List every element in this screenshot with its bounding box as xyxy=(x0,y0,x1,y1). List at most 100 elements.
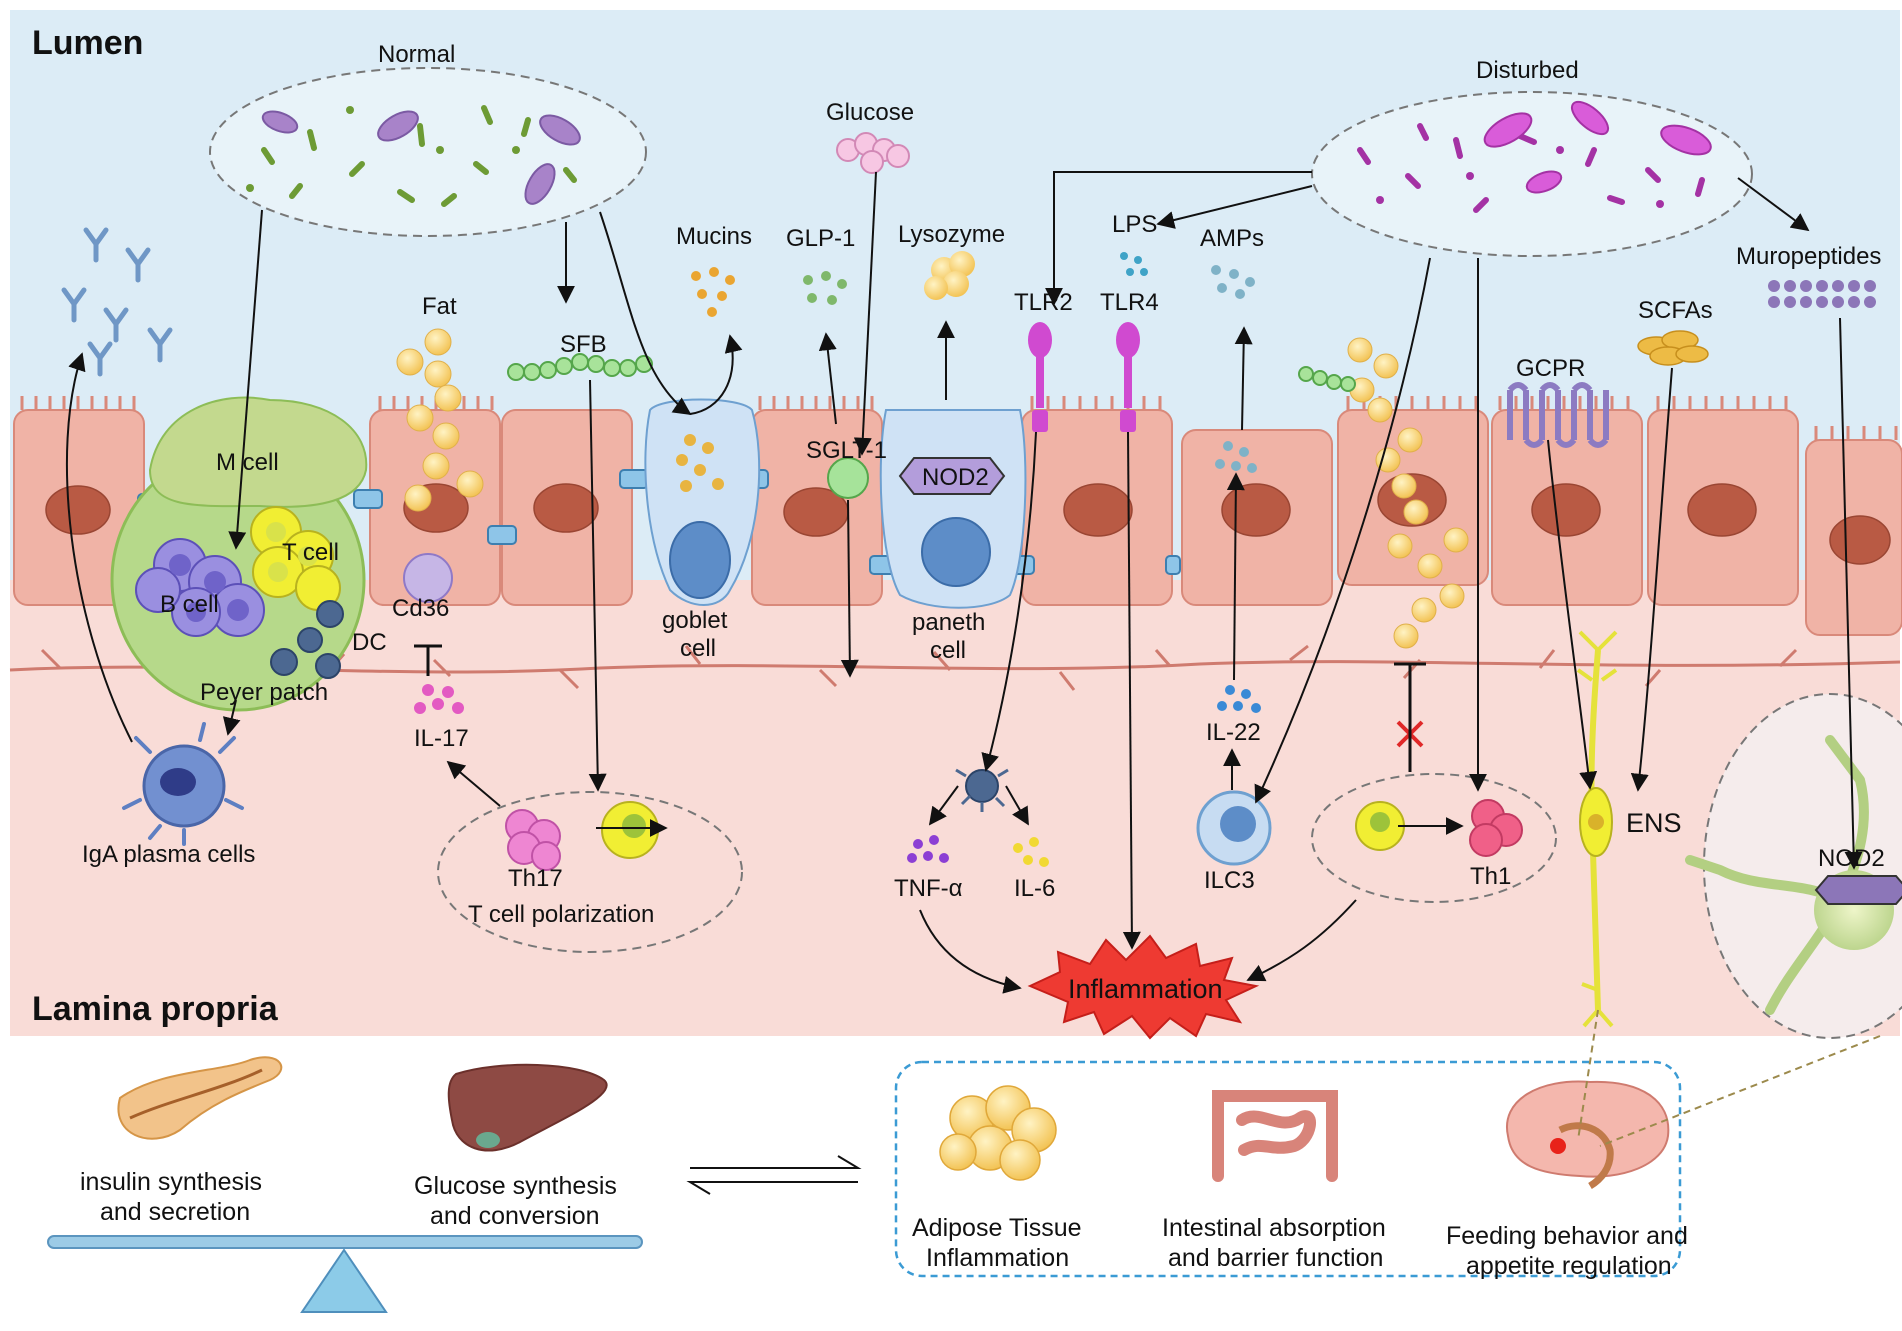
th17-label: Th17 xyxy=(508,865,563,892)
t-polarization-label: T cell polarization xyxy=(468,901,654,928)
bottom-panel-background xyxy=(0,1036,1902,1331)
goblet-cell: goblet cell xyxy=(644,398,761,662)
outcomes-box xyxy=(894,1060,1682,1278)
il22-dots xyxy=(1217,685,1261,713)
pancreas-line1: insulin synthesis xyxy=(80,1168,262,1196)
microvilli xyxy=(20,396,1898,440)
normal-label: Normal xyxy=(378,41,455,68)
tnf-dots xyxy=(907,835,949,863)
lamina-propria-title: Lamina propria xyxy=(32,990,279,1028)
peyer-patch: M cell B cell T cell DC Peyer patch xyxy=(110,396,387,712)
normal-microbiota: Normal xyxy=(209,41,647,237)
lysozyme-cluster xyxy=(924,251,975,300)
liver-line1: Glucose synthesis xyxy=(414,1172,617,1200)
inflammation-burst: Inflammation xyxy=(1027,934,1260,1040)
glucose-molecules xyxy=(836,132,910,174)
dendritic-cells xyxy=(270,600,344,679)
pancreas-icon xyxy=(117,1056,283,1140)
iga-antibodies xyxy=(61,227,173,377)
mucins-dots xyxy=(691,267,735,317)
glp1-dots xyxy=(803,271,847,305)
fat-label: Fat xyxy=(422,293,457,320)
liver-icon xyxy=(447,1063,608,1152)
paneth-label: paneth xyxy=(912,609,985,636)
goblet-cell-label: cell xyxy=(680,635,716,662)
brain-line2: appetite regulation xyxy=(1466,1252,1672,1280)
iga-plasma-cell xyxy=(122,722,244,846)
sglt1-transporter: SGLT-1 xyxy=(806,437,887,499)
disturbed-label: Disturbed xyxy=(1476,57,1579,84)
ens-label: ENS xyxy=(1626,808,1682,838)
intestine-line2: and barrier function xyxy=(1168,1244,1383,1272)
inflammation-label: Inflammation xyxy=(1068,974,1223,1004)
peyer-patch-label: Peyer patch xyxy=(200,679,328,706)
m-cell-label: M cell xyxy=(216,449,279,476)
t-cell-label: T cell xyxy=(282,539,339,566)
adipose-icon xyxy=(939,1085,1057,1181)
brain-links xyxy=(1577,1009,1881,1147)
b-cell-label: B cell xyxy=(160,591,219,618)
gcpr-receptor xyxy=(1507,382,1609,448)
tlr2-receptor xyxy=(1028,322,1052,432)
nod2-label: NOD2 xyxy=(922,464,989,491)
paneth-cell-label: cell xyxy=(930,637,966,664)
amps-label: AMPs xyxy=(1200,225,1264,252)
il6-dots xyxy=(1013,837,1049,867)
inhibition-marks xyxy=(414,644,1426,772)
lysozyme-label: Lysozyme xyxy=(898,221,1005,248)
tnf-label: TNF-α xyxy=(894,875,963,902)
th1-label: Th1 xyxy=(1470,863,1511,890)
adipose-line1: Adipose Tissue xyxy=(912,1214,1082,1242)
tlr2-label: TLR2 xyxy=(1014,289,1073,316)
muropeptides-chain xyxy=(1768,280,1876,308)
t-cell-polarization: Th17 T cell polarization xyxy=(437,791,743,953)
fat-droplets xyxy=(396,328,484,512)
sglt1-label: SGLT-1 xyxy=(806,437,887,464)
brain-line1: Feeding behavior and xyxy=(1446,1222,1688,1250)
nod2-neuron-receptor xyxy=(1814,875,1902,905)
glp1-label: GLP-1 xyxy=(786,225,855,252)
lps-label: LPS xyxy=(1112,211,1157,238)
amps-in-cell xyxy=(1215,441,1257,473)
paneth-cell: NOD2 paneth cell xyxy=(879,409,1027,664)
equilibrium-arrows xyxy=(686,1155,862,1195)
ilc3-label: ILC3 xyxy=(1204,867,1255,894)
dc-label: DC xyxy=(352,629,387,656)
il6-label: IL-6 xyxy=(1014,875,1055,902)
scfas-label: SCFAs xyxy=(1638,297,1713,324)
disturbed-microbiota: Disturbed xyxy=(1311,57,1753,257)
mucins-label: Mucins xyxy=(676,223,752,250)
iga-label: IgA plasma cells xyxy=(82,841,255,868)
liver-line2: and conversion xyxy=(430,1202,600,1230)
glucose-label: Glucose xyxy=(826,99,914,126)
lps-dots xyxy=(1120,252,1148,276)
fat-droplets-disturbed xyxy=(1347,337,1469,649)
intestine-line1: Intestinal absorption xyxy=(1162,1214,1386,1242)
il17-dots xyxy=(414,684,464,714)
cd36-receptor: Cd36 xyxy=(392,553,453,622)
pathway-arrows xyxy=(65,171,1863,994)
ens-neuron xyxy=(1576,630,1618,1028)
brain-icon xyxy=(1505,1080,1670,1190)
sfb-label: SFB xyxy=(560,331,607,358)
scfas-cluster xyxy=(1637,330,1709,366)
nod2-receptor xyxy=(898,457,1006,495)
il17-label: IL-17 xyxy=(414,725,469,752)
tlr4-label: TLR4 xyxy=(1100,289,1159,316)
intestine-icon xyxy=(1212,1090,1338,1182)
tlr4-receptor xyxy=(1116,322,1140,432)
muropeptides-label: Muropeptides xyxy=(1736,243,1881,270)
nod2-neuron-label: NOD2 xyxy=(1818,845,1885,872)
gcpr-label: GCPR xyxy=(1516,355,1585,382)
ilc3-cell xyxy=(1196,790,1272,866)
lumen-title: Lumen xyxy=(32,24,143,62)
amps-dots xyxy=(1211,265,1255,299)
goblet-label: goblet xyxy=(662,607,728,634)
pancreas-line2: and secretion xyxy=(100,1198,250,1226)
sfb-chain-disturbed xyxy=(1298,366,1356,392)
adipose-line2: Inflammation xyxy=(926,1244,1069,1272)
balance-seesaw xyxy=(47,1235,643,1313)
il22-label: IL-22 xyxy=(1206,719,1261,746)
